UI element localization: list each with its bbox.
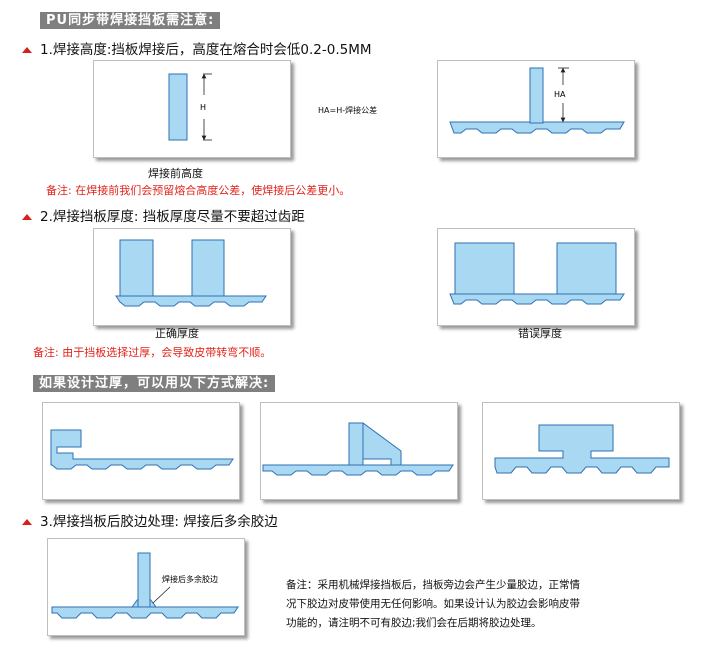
- belt-shape: [51, 606, 239, 619]
- note-line: 功能的，请注明不可有胶边;我们会在后期将胶边处理。: [286, 617, 542, 629]
- plate-belt-shape: [494, 424, 670, 474]
- page-title: PU同步带焊接挡板需注意:: [46, 13, 215, 28]
- diagram-alt-solution-2: [260, 402, 458, 500]
- bullet-icon: [22, 519, 32, 525]
- alt-solution-3-svg: [494, 424, 670, 474]
- belt-shape: [449, 121, 625, 134]
- caption-correct-thickness: 正确厚度: [155, 327, 199, 340]
- wrong-thickness-svg: [449, 242, 625, 305]
- plate-shape: [119, 239, 154, 297]
- plate-shape: [348, 422, 402, 466]
- glue-edge-svg: 焊接后多余胶边: [51, 552, 239, 619]
- section2-heading: 2.焊接挡板厚度: 挡板厚度尽量不要超过齿距: [20, 205, 305, 225]
- section2-note: 备注: 由于挡板选择过厚，会导致皮带转弯不顺。: [33, 346, 272, 359]
- note-line: 备注：采用机械焊接挡板后，挡板旁边会产生少量胶边，正常情: [286, 579, 580, 591]
- callout-leader: [152, 586, 171, 604]
- diagram-alt-solution-1: [42, 402, 240, 500]
- page-title-banner: PU同步带焊接挡板需注意:: [40, 12, 221, 29]
- callout-label: 焊接后多余胶边: [162, 574, 218, 584]
- correct-thickness-svg: [115, 239, 267, 307]
- belt-shape: [262, 464, 454, 476]
- height-label-h: H: [200, 103, 206, 112]
- alt-solutions-banner: 如果设计过厚，可以用以下方式解决:: [33, 375, 276, 392]
- section1-heading-text: 1.焊接高度:挡板焊接后，高度在熔合时会低0.2-0.5MM: [40, 42, 372, 58]
- diagram-glue-edge: 焊接后多余胶边: [47, 538, 245, 636]
- plate-shape: [191, 239, 225, 297]
- formula-text: HA=H-焊接公差: [318, 106, 378, 115]
- diagram-alt-solution-3: [482, 402, 680, 500]
- plate-shape: [137, 552, 151, 608]
- caption-before-weld: 焊接前高度: [148, 167, 203, 180]
- plate-shape: [454, 242, 515, 295]
- section3-note: 备注：采用机械焊接挡板后，挡板旁边会产生少量胶边，正常情 况下胶边对皮带使用无任…: [286, 576, 706, 633]
- alt-solution-1-svg: [50, 429, 234, 470]
- bullet-icon: [22, 47, 32, 53]
- caption-wrong-thickness: 错误厚度: [518, 327, 562, 340]
- diagram-before-weld: H: [93, 60, 291, 158]
- section3-heading: 3.焊接挡板后胶边处理: 焊接后多余胶边: [20, 510, 278, 530]
- height-label-ha: HA: [554, 90, 566, 99]
- diagram-wrong-thickness: [437, 228, 635, 326]
- section1-heading: 1.焊接高度:挡板焊接后，高度在熔合时会低0.2-0.5MM: [20, 38, 372, 58]
- belt-shape: [449, 293, 625, 305]
- plate-shape: [168, 73, 188, 141]
- section1-note: 备注: 在焊接前我们会预留熔合高度公差，使焊接后公差更小。: [46, 184, 351, 197]
- before-weld-svg: H: [168, 73, 212, 141]
- plate-shape: [529, 67, 544, 124]
- belt-shape: [115, 295, 267, 307]
- after-weld-svg: HA: [449, 67, 625, 134]
- alt-solutions-title: 如果设计过厚，可以用以下方式解决:: [39, 376, 270, 391]
- section3-heading-text: 3.焊接挡板后胶边处理: 焊接后多余胶边: [40, 514, 278, 530]
- plate-shape: [556, 242, 617, 295]
- section2-heading-text: 2.焊接挡板厚度: 挡板厚度尽量不要超过齿距: [40, 209, 305, 225]
- diagram-after-weld: HA: [437, 60, 635, 158]
- plate-belt-shape: [50, 429, 234, 470]
- bullet-icon: [22, 214, 32, 220]
- note-line: 况下胶边对皮带使用无任何影响。如果设计认为胶边会影响皮带: [286, 598, 580, 610]
- glue-edge-left: [131, 597, 139, 608]
- alt-solution-2-svg: [262, 422, 454, 476]
- diagram-correct-thickness: [93, 228, 291, 326]
